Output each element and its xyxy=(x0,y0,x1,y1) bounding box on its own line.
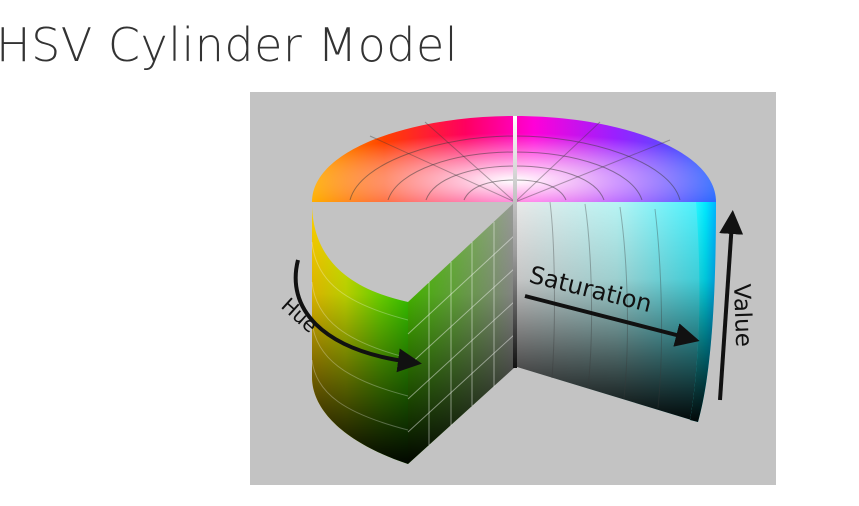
cylinder-right-wall xyxy=(690,202,716,422)
cylinder-right-cut-face xyxy=(517,201,716,422)
hue-arrow xyxy=(293,259,422,373)
cylinder-left-cut-face xyxy=(407,202,516,464)
cylinder-left-wall xyxy=(311,202,409,464)
value-arrow xyxy=(718,210,744,401)
hsv-cylinder-illustration: Hue Saturation Value xyxy=(277,116,756,464)
value-axis-strip xyxy=(513,116,517,368)
value-label: Value xyxy=(728,283,756,347)
saturation-arrow xyxy=(524,294,700,347)
slide-title: HSV Cylinder Model xyxy=(0,18,459,72)
hsv-cylinder-figure: Hue Saturation Value xyxy=(250,92,776,485)
